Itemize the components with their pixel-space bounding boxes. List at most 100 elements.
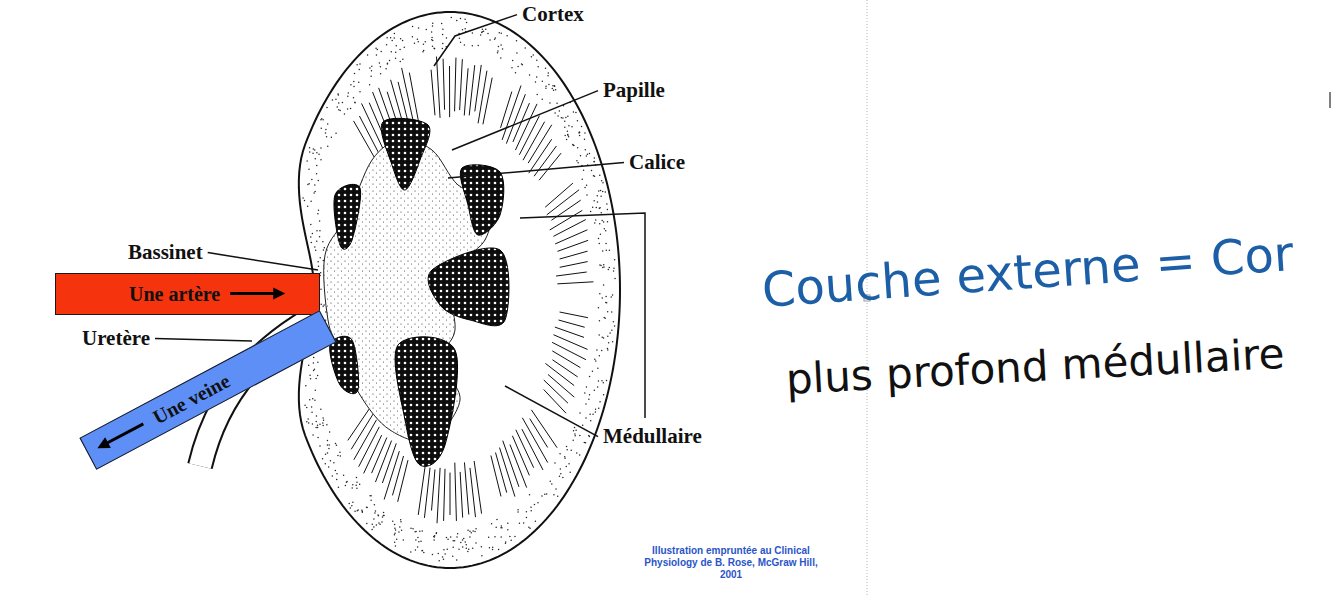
stipple-dot [311,412,313,414]
striation-line [475,65,481,111]
stipple-dot [306,421,308,423]
stipple-dot [583,170,585,172]
striation-line [364,435,382,473]
stipple-dot [314,149,316,151]
stipple-dot [555,488,557,490]
stipple-dot [442,43,444,45]
stipple-dot [613,321,615,323]
stipple-dot [515,72,517,74]
stipple-dot [331,136,333,138]
stipple-dot [606,302,608,304]
stipple-dot [312,398,314,400]
stipple-dot [548,72,550,74]
striation-line [384,451,399,499]
stipple-dot [434,536,436,538]
stipple-dot [582,424,584,426]
stipple-dot [394,37,396,39]
stipple-dot [317,427,319,429]
stipple-dot [566,446,568,448]
stipple-dot [352,484,354,486]
stipple-dot [400,521,402,523]
stipple-dot [516,40,518,42]
stipple-dot [362,511,364,513]
stipple-dot [426,29,428,31]
stipple-dot [321,118,323,120]
stipple-dot [464,19,466,21]
stipple-dot [432,22,434,24]
stipple-dot [396,539,398,541]
stipple-dot [312,153,314,155]
stipple-dot [599,207,601,209]
striation-line [455,58,456,112]
stipple-dot [587,153,589,155]
stipple-dot [517,66,519,68]
stipple-dot [603,317,605,319]
stipple-dot [574,435,576,437]
stipple-dot [344,113,346,115]
stipple-dot [576,160,578,162]
stipple-dot [535,520,537,522]
stipple-dot [327,452,329,454]
stipple-dot [313,148,315,150]
stipple-dot [355,485,357,487]
stipple-dot [319,257,321,259]
stipple-dot [371,524,373,526]
stipple-dot [356,477,358,479]
leader-line [434,15,517,66]
stipple-dot [607,311,609,313]
striation-line [372,438,387,474]
stipple-dot [465,541,467,543]
striation-line [460,59,463,110]
stipple-dot [338,109,340,111]
stipple-dot [584,392,586,394]
stipple-dot [598,408,600,410]
stipple-dot [458,549,460,551]
stipple-dot [603,284,605,286]
stipple-dot [446,548,448,550]
stipple-dot [603,382,605,384]
stipple-dot [312,233,314,235]
stipple-dot [477,45,479,47]
stipple-dot [394,528,396,530]
stipple-dot [310,236,312,238]
stipple-dot [356,488,358,490]
stipple-dot [602,191,604,193]
stipple-dot [374,504,376,506]
stipple-dot [319,424,321,426]
stipple-dot [613,268,615,270]
stipple-dot [328,466,330,468]
stipple-dot [329,431,331,433]
striation-line [443,59,445,110]
striation-line [392,456,403,495]
stipple-dot [589,413,591,415]
stipple-dot [316,230,318,232]
stipple-dot [456,536,458,538]
stipple-dot [565,117,567,119]
stipple-dot [474,531,476,533]
stipple-dot [501,33,503,35]
stipple-dot [564,135,566,137]
stipple-dot [603,221,605,223]
stipple-dot [310,224,312,226]
stipple-dot [495,37,497,39]
striation-line [552,351,580,368]
stipple-dot [358,81,360,83]
stipple-dot [315,390,317,392]
stipple-dot [309,399,311,401]
stipple-dot [597,195,599,197]
stipple-dot [354,101,356,103]
stipple-dot [578,132,580,134]
stipple-dot [338,487,340,489]
stipple-dot [566,449,568,451]
stipple-dot [324,247,326,249]
stipple-dot [442,34,444,36]
stipple-dot [536,94,538,96]
striation-line [418,463,425,515]
stipple-dot [385,68,387,70]
stipple-dot [433,536,435,538]
stipple-dot [443,549,445,551]
stipple-dot [614,278,616,280]
stipple-dot [568,463,570,465]
stipple-dot [545,88,547,90]
stipple-dot [459,37,461,39]
